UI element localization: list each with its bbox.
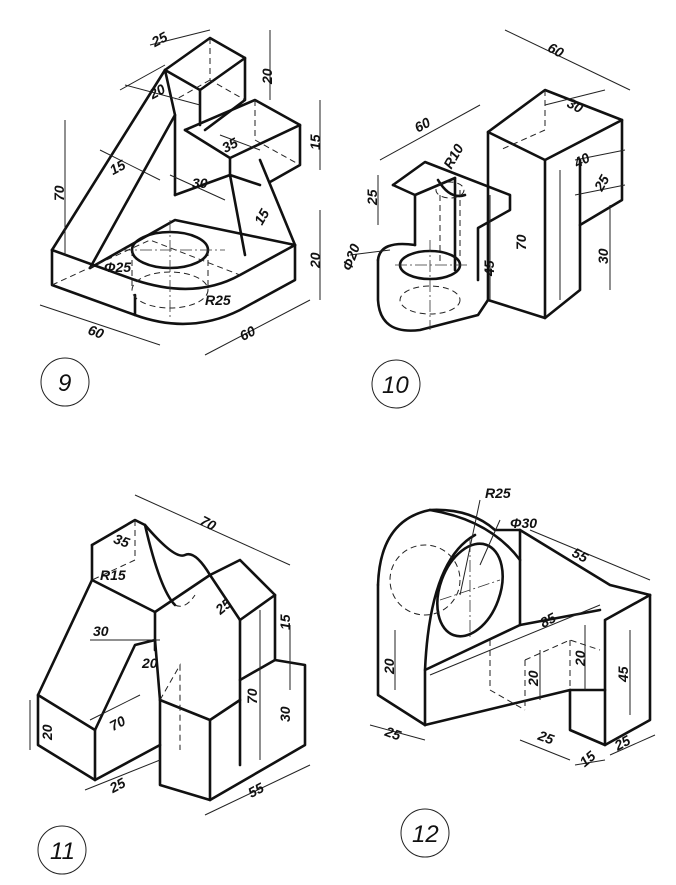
figure-9-outline: [50, 36, 302, 326]
figure-11-dimension: 30: [93, 623, 109, 639]
figure-9-dimension: Φ25: [104, 259, 131, 275]
figure-9-dimension: 60: [86, 321, 106, 341]
figure-9-dimension: 20: [146, 80, 168, 102]
figure-9-dimension: 30: [192, 175, 208, 191]
figure-11-dimension: 35: [112, 530, 132, 550]
figure-12-dimension: 20: [572, 650, 588, 667]
figure-9-dimension: 15: [307, 134, 323, 150]
figure-10-dimension: R10: [440, 141, 467, 171]
figure-11-dimension: 70: [244, 688, 260, 704]
figure-11-dimension: 70: [107, 712, 128, 734]
figure-11: 70 35 R15 25 15 30 20 70 20 70 30 25 55 …: [29, 494, 311, 875]
figure-12-outline: [376, 508, 652, 747]
figure-10-number-circle: [371, 359, 421, 409]
figure-10-dimension: 40: [570, 149, 592, 171]
figure-10-dimension: 30: [595, 248, 611, 264]
figure-9-dimension: 70: [51, 185, 67, 201]
figure-12-dimension: R25: [485, 485, 511, 501]
figure-9-number: 9: [58, 370, 71, 397]
figure-11-dimension-lines: [29, 494, 311, 816]
figure-12-number: 12: [412, 821, 439, 848]
figure-9: 25 20 20 35 15 70 15 30 15 Φ25 20 R25 60…: [39, 28, 323, 407]
figure-11-dimension: 70: [198, 512, 219, 534]
figure-9-dimension: R25: [205, 292, 231, 308]
figure-12-dimension: 85: [537, 609, 558, 631]
figure-10-dimension-lines: [349, 29, 631, 300]
figure-11-dimension: 25: [106, 774, 128, 796]
figure-12-dimension: 55: [570, 544, 591, 566]
figure-11-dimension: 55: [245, 779, 266, 801]
figure-9-dimension: 25: [148, 28, 170, 50]
figure-11-dimension: 20: [39, 724, 55, 741]
figure-10-number: 10: [382, 372, 409, 399]
figure-12-dimension: 25: [382, 723, 403, 744]
figure-11-number: 11: [50, 838, 75, 865]
figure-12: R25 Φ30 55 85 20 20 20 45 25 25 15 25 12: [369, 485, 656, 858]
figure-9-dimension: 15: [251, 206, 273, 228]
figure-11-dimension: 30: [277, 706, 293, 722]
figure-11-number-circle: [37, 825, 87, 875]
figure-10-outline: [376, 88, 624, 332]
figure-11-dimension: 25: [211, 595, 234, 618]
figure-12-dimension-lines: [369, 499, 656, 766]
figure-11-dimension: R15: [100, 567, 126, 583]
figure-12-dimension: 20: [525, 670, 541, 687]
figure-10-dimension: 25: [364, 189, 380, 206]
figure-12-dimension: 15: [576, 748, 598, 770]
figure-12-dimension: 25: [611, 732, 633, 754]
figure-10-dimension: 25: [590, 172, 612, 195]
figure-9-dimension-lines: [39, 29, 321, 356]
figure-9-dimension: 15: [107, 156, 128, 178]
figure-9-number-circle: [40, 357, 90, 407]
figure-10-dimension: 45: [481, 260, 497, 277]
figure-9-dimension: 35: [219, 134, 240, 156]
figure-9-dimension: 60: [237, 322, 258, 344]
figure-10-dimension: 60: [545, 39, 566, 61]
figure-11-dimension: 15: [277, 614, 293, 630]
figure-12-number-circle: [400, 808, 450, 858]
figure-12-dimension: 20: [381, 658, 397, 675]
figure-11-outline: [36, 518, 307, 802]
figure-10-dimension: 30: [565, 95, 586, 117]
figure-9-dimension: 20: [259, 68, 275, 85]
figure-10-dimension: 60: [412, 114, 433, 136]
figure-9-dimension: 20: [307, 252, 323, 269]
figure-10-dimension: Φ20: [339, 241, 363, 272]
figure-12-dimension: 45: [615, 666, 631, 683]
figure-12-dimension: Φ30: [510, 515, 537, 531]
figure-11-dimension: 20: [141, 655, 158, 671]
figure-10-dimension: 70: [513, 234, 529, 250]
figure-12-dimension: 25: [535, 727, 556, 748]
figure-10: 60 60 30 R10 40 25 25 Φ20 70 45 30 10: [339, 29, 631, 409]
